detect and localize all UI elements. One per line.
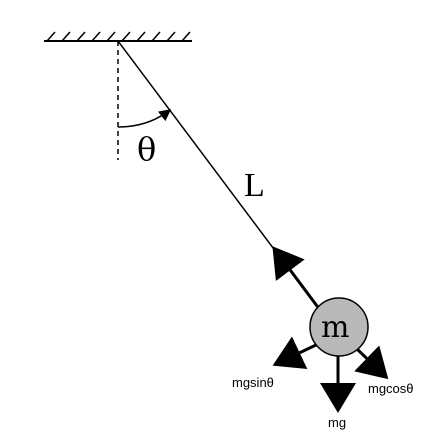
radial-force-label: mgcosθ: [368, 381, 414, 396]
radial-force-arrow: [354, 345, 389, 380]
ceiling-support: [44, 31, 192, 42]
angle-label: θ: [137, 130, 156, 168]
weight-label: mg: [328, 415, 346, 430]
tangential-force-label: mgsinθ: [232, 375, 274, 390]
mass-label: m: [321, 310, 349, 345]
tension-arrow: [272, 246, 322, 311]
length-label: L: [244, 167, 265, 204]
angle-arc: [117, 109, 172, 128]
tangential-force-arrow: [272, 336, 317, 369]
